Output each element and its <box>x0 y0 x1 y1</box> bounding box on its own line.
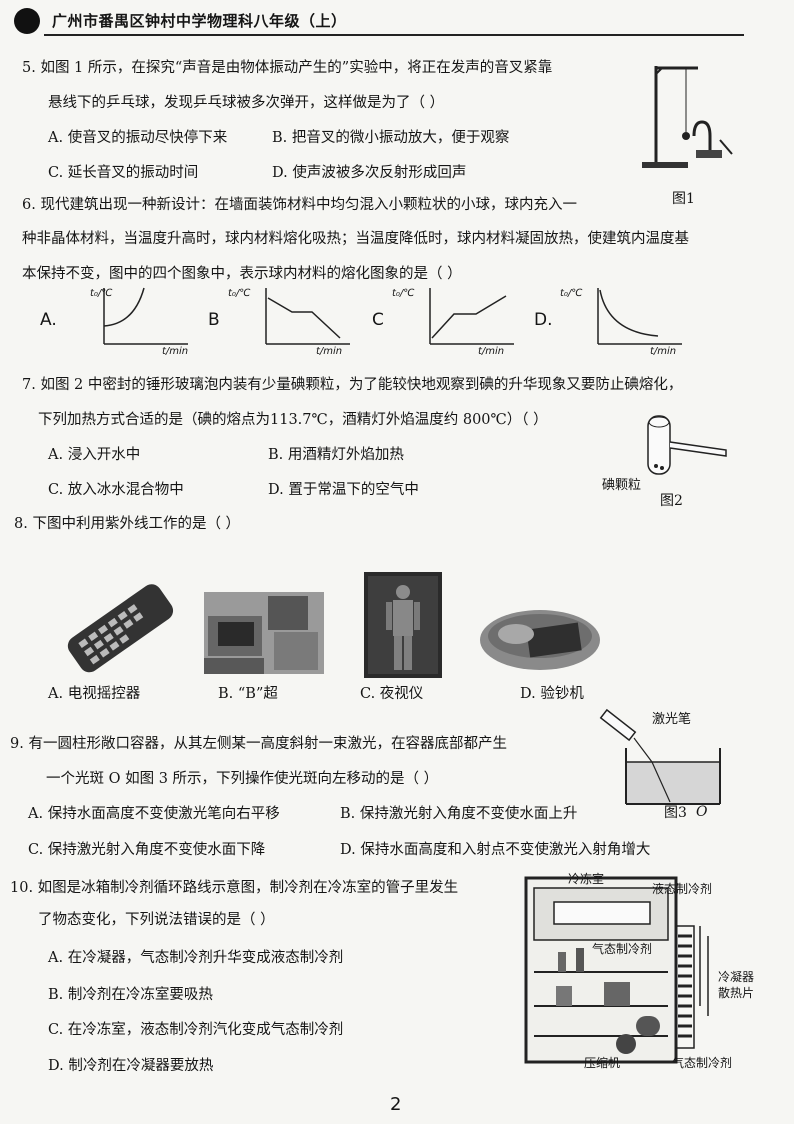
figure3-spot-o: O <box>696 804 708 820</box>
q8-caption-b: B. “B”超 <box>218 686 278 702</box>
figure2-iodine-label: 碘颗粒 <box>602 478 642 493</box>
q6-stem-line3: 本保持不变，图中的四个图象中，表示球内材料的熔化图象的是（ ） <box>22 266 462 282</box>
q6-graph-a <box>103 287 188 345</box>
figure3-laser-label: 激光笔 <box>652 712 692 727</box>
q5-stem-line2: 悬线下的乒乓球，发现乒乓球被多次弹开，这样做是为了（ ） <box>48 95 445 111</box>
q7-option-c: C. 放入冰水混合物中 <box>48 482 184 498</box>
q5-option-c: C. 延长音叉的振动时间 <box>48 165 199 181</box>
q7-stem-line1: 7. 如图 2 中密封的锤形玻璃泡内装有少量碘颗粒，为了能较快地观察到碘的升华现… <box>22 377 683 393</box>
q9-option-a: A. 保持水面高度不变使激光笔向右平移 <box>28 806 280 822</box>
q6-stem-line2: 种非晶体材料，当温度升高时，球内材料熔化吸热；当温度降低时，球内材料凝固放热，使… <box>22 231 689 247</box>
figure-refrigerator-diagram <box>524 876 709 1064</box>
figure1-tuning-fork-diagram <box>642 66 733 168</box>
q6-graph-a-yaxis: t₀/℃ <box>90 288 113 299</box>
q6-graph-b <box>265 288 350 345</box>
q6-stem-line1: 6. 现代建筑出现一种新设计：在墙面装饰材料中均匀混入小颗粒状的小球，球内充入一 <box>22 197 577 213</box>
fridge-condenser-label: 冷凝器 <box>718 970 755 984</box>
q9-option-b: B. 保持激光射入角度不变使水面上升 <box>340 806 578 822</box>
q8-caption-a: A. 电视摇控器 <box>48 686 141 702</box>
figure2-caption: 图2 <box>660 493 683 509</box>
q8-caption-d: D. 验钞机 <box>520 686 584 702</box>
fridge-gas-refrigerant-out-label: 气态制冷剂 <box>672 1056 733 1070</box>
q6-graph-c-xaxis: t/min <box>478 346 505 357</box>
q6-graph-b-yaxis: t₀/℃ <box>228 288 251 299</box>
page-number: 2 <box>390 1094 402 1115</box>
q5-option-d: D. 使声波被多次反射形成回声 <box>272 165 467 181</box>
q6-graph-b-label: B <box>208 310 220 330</box>
q8-stem: 8. 下图中利用紫外线工作的是（ ） <box>14 516 241 532</box>
figure3-laser-container <box>599 708 721 805</box>
fridge-freezer-label: 冷冻室 <box>568 872 605 886</box>
page-header-title: 广州市番禺区钟村中学物理科八年级（上） <box>52 12 347 30</box>
q7-option-d: D. 置于常温下的空气中 <box>268 482 419 498</box>
q10-option-b: B. 制冷剂在冷冻室要吸热 <box>48 987 213 1003</box>
q6-graph-a-xaxis: t/min <box>162 346 189 357</box>
q6-graph-c-label: C <box>372 310 384 330</box>
q5-stem-line1: 5. 如图 1 所示，在探究“声音是由物体振动产生的”实验中，将正在发声的音叉紧… <box>22 60 553 76</box>
q10-option-c: C. 在冷冻室，液态制冷剂汽化变成气态制冷剂 <box>48 1022 344 1038</box>
money-detector-photo <box>480 610 600 670</box>
q10-stem-line2: 了物态变化，下列说法错误的是（ ） <box>38 912 275 928</box>
q7-option-a: A. 浸入开水中 <box>48 447 141 463</box>
header-rule <box>44 34 744 36</box>
q5-option-b: B. 把音叉的微小振动放大，便于观察 <box>272 130 510 146</box>
q10-option-d: D. 制冷剂在冷凝器要放热 <box>48 1058 214 1074</box>
fridge-liquid-refrigerant-label: 液态制冷剂 <box>652 882 713 896</box>
remote-control-photo <box>67 584 174 673</box>
q6-graph-d-yaxis: t₀/℃ <box>560 288 583 299</box>
q6-graph-c-yaxis: t₀/℃ <box>392 288 415 299</box>
q9-option-d: D. 保持水面高度和入射点不变使激光入射角增大 <box>340 842 651 858</box>
q9-stem-line2: 一个光斑 O 如图 3 所示，下列操作使光斑向左移动的是（ ） <box>46 771 439 787</box>
q6-graph-d <box>597 288 682 345</box>
figure3-caption: 图3 <box>664 805 687 821</box>
q6-graph-d-xaxis: t/min <box>650 346 677 357</box>
q5-option-a: A. 使音叉的振动尽快停下来 <box>48 130 228 146</box>
fridge-compressor-label: 压缩机 <box>584 1056 621 1070</box>
figure1-caption: 图1 <box>672 191 695 207</box>
q7-option-b: B. 用酒精灯外焰加热 <box>268 447 404 463</box>
q6-graph-b-xaxis: t/min <box>316 346 343 357</box>
q8-caption-c: C. 夜视仪 <box>360 686 424 702</box>
b-ultrasound-photo <box>204 592 324 674</box>
figure2-glass-bulb <box>647 415 727 475</box>
q9-stem-line1: 9. 有一圆柱形敞口容器，从其左侧某一高度斜射一束激光，在容器底部都产生 <box>10 736 507 752</box>
q10-stem-line1: 10. 如图是冰箱制冷剂循环路线示意图，制冷剂在冷冻室的管子里发生 <box>10 880 459 896</box>
q6-graph-d-label: D. <box>534 310 553 330</box>
q6-graph-a-label: A. <box>40 310 57 330</box>
fridge-fins-label: 散热片 <box>718 986 755 1000</box>
q6-graph-c <box>429 288 514 345</box>
q9-option-c: C. 保持激光射入角度不变使水面下降 <box>28 842 266 858</box>
night-vision-photo <box>364 572 442 678</box>
school-logo <box>14 8 40 34</box>
q10-option-a: A. 在冷凝器，气态制冷剂升华变成液态制冷剂 <box>48 950 344 966</box>
fridge-gas-refrigerant-inner-label: 气态制冷剂 <box>592 942 653 956</box>
q7-stem-line2: 下列加热方式合适的是（碘的熔点为113.7℃，酒精灯外焰温度约 800℃）（ ） <box>38 412 548 428</box>
